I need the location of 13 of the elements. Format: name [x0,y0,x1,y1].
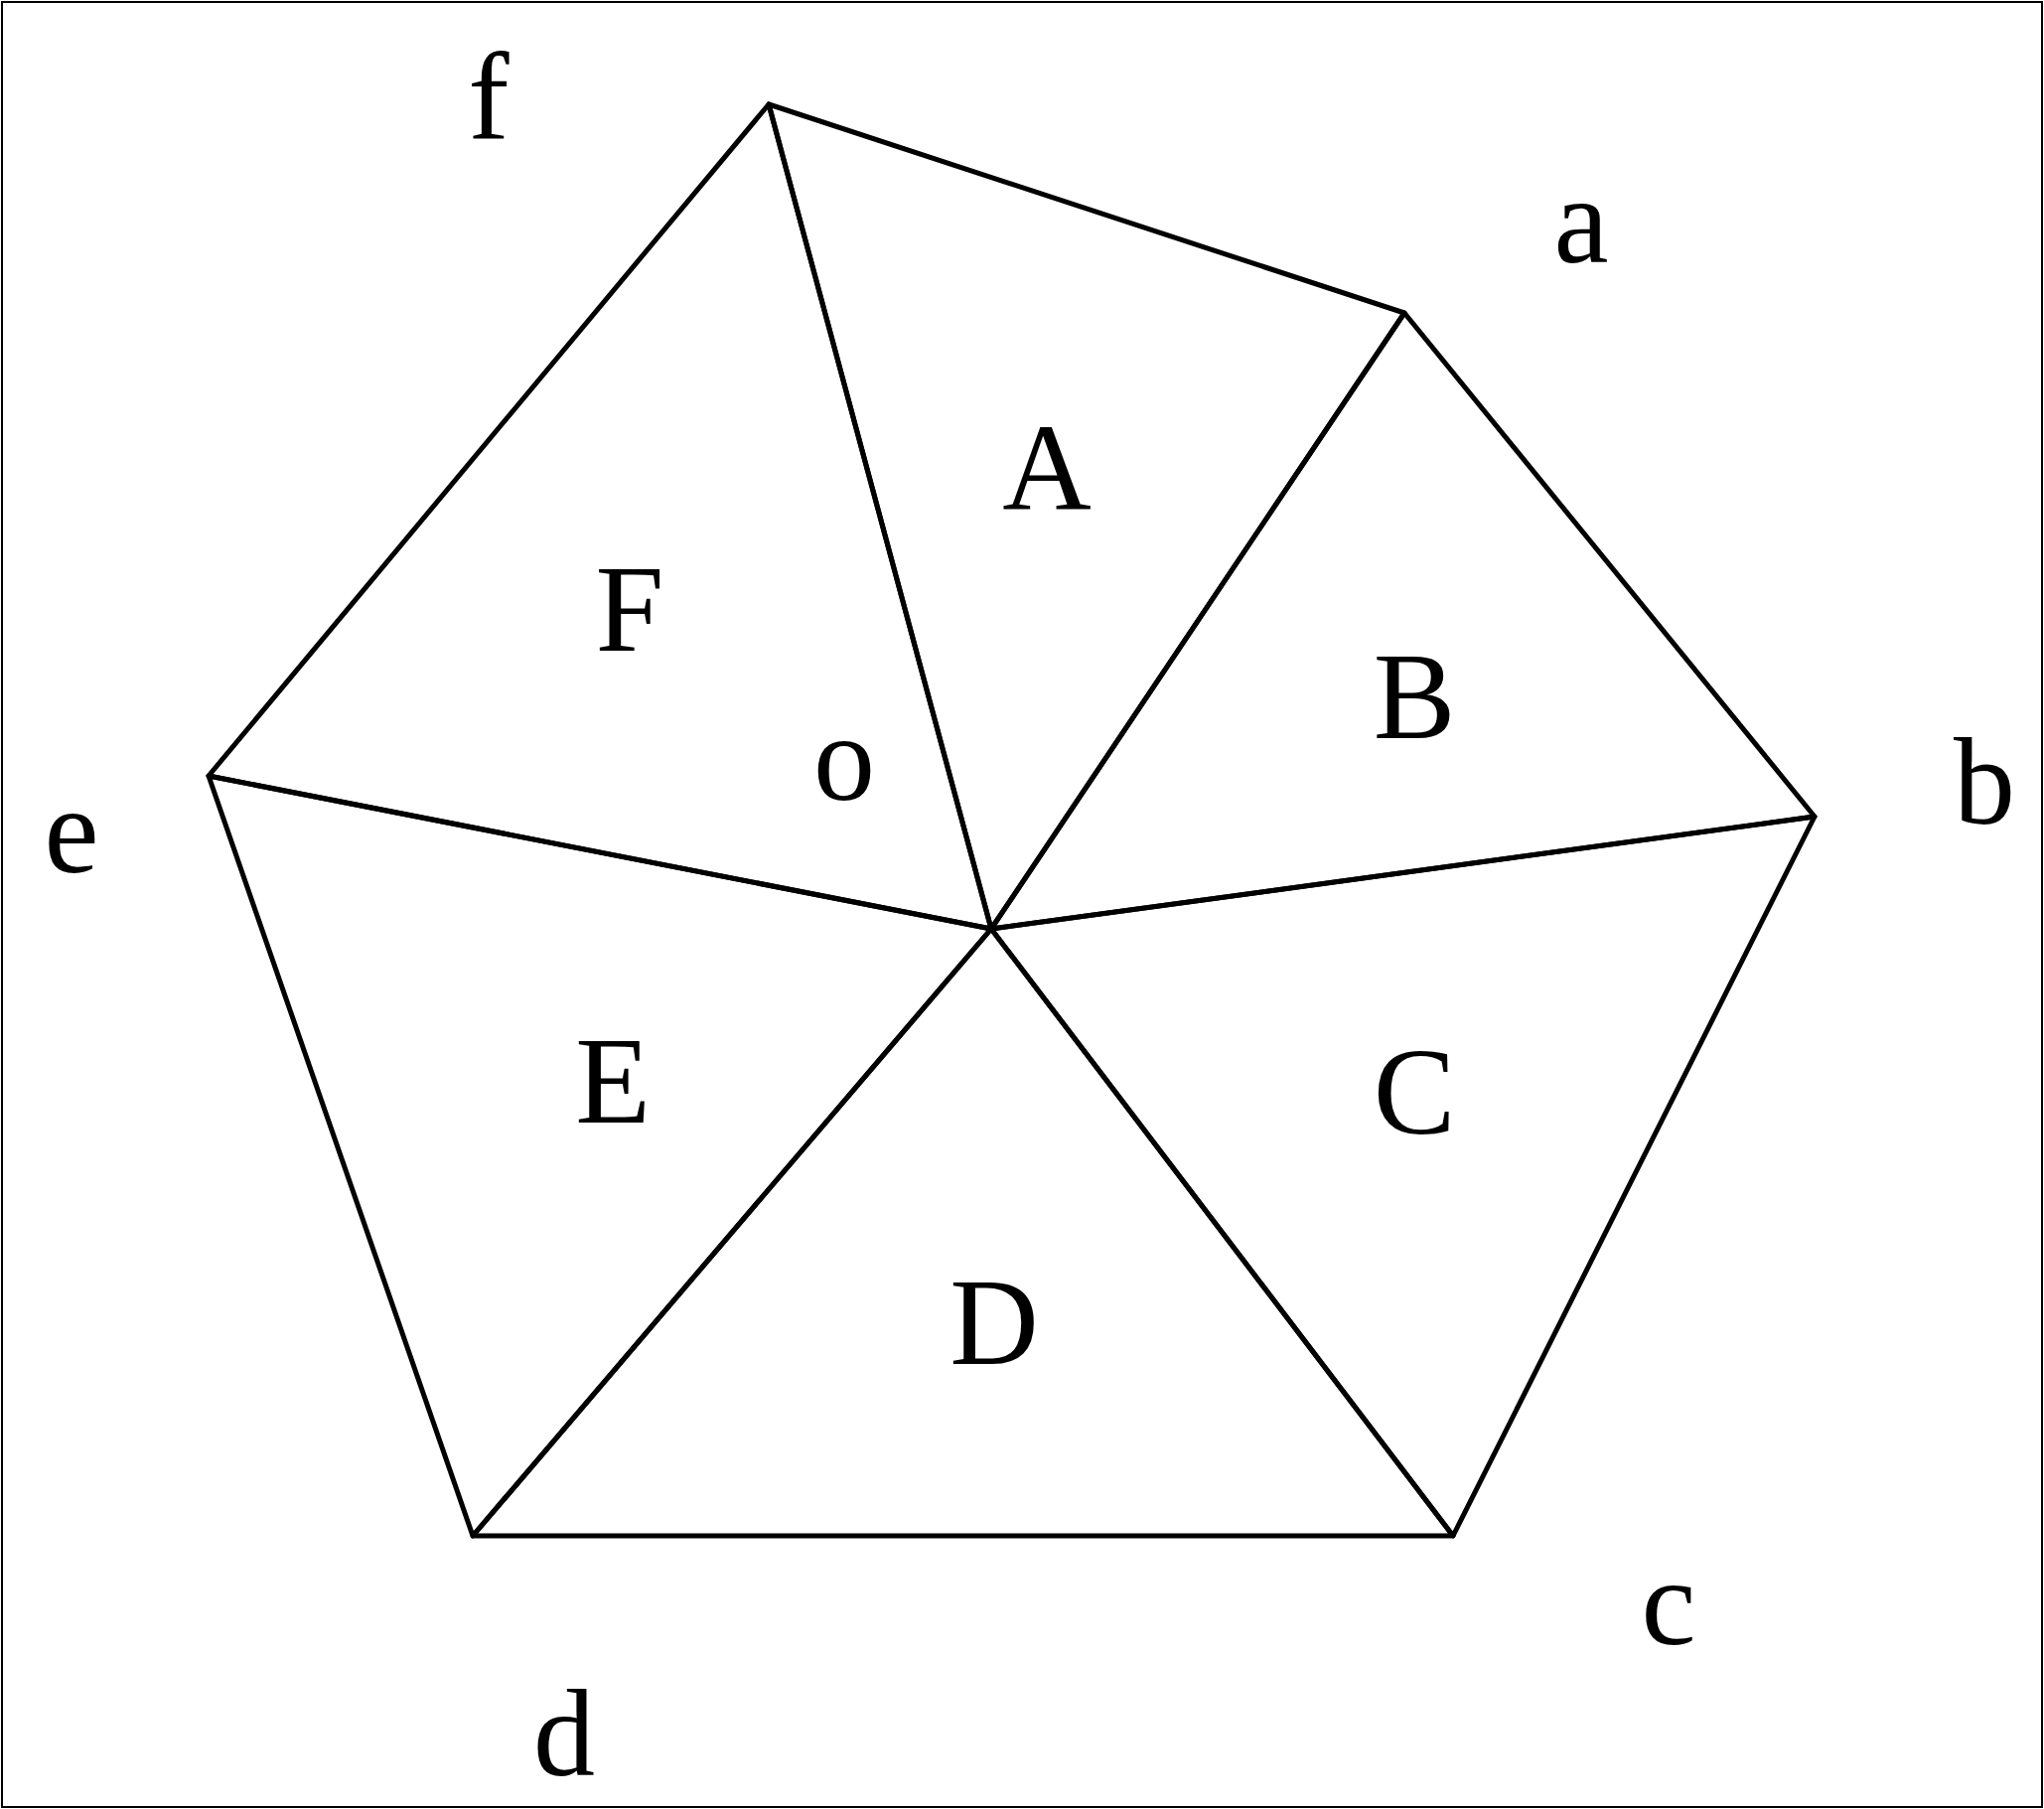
point-label: o [813,697,875,821]
region-label: E [575,1020,651,1143]
point-label: c [1641,1542,1696,1665]
point-label: e [44,770,99,893]
point-label: d [533,1673,595,1796]
region-label: C [1373,1031,1456,1154]
region-label: F [595,548,664,672]
region-label: A [1002,407,1092,530]
point-label: b [1954,721,2015,844]
region-label: B [1373,636,1456,759]
region-label: D [949,1262,1039,1385]
point-label: f [468,36,510,159]
point-label: a [1553,160,1609,283]
